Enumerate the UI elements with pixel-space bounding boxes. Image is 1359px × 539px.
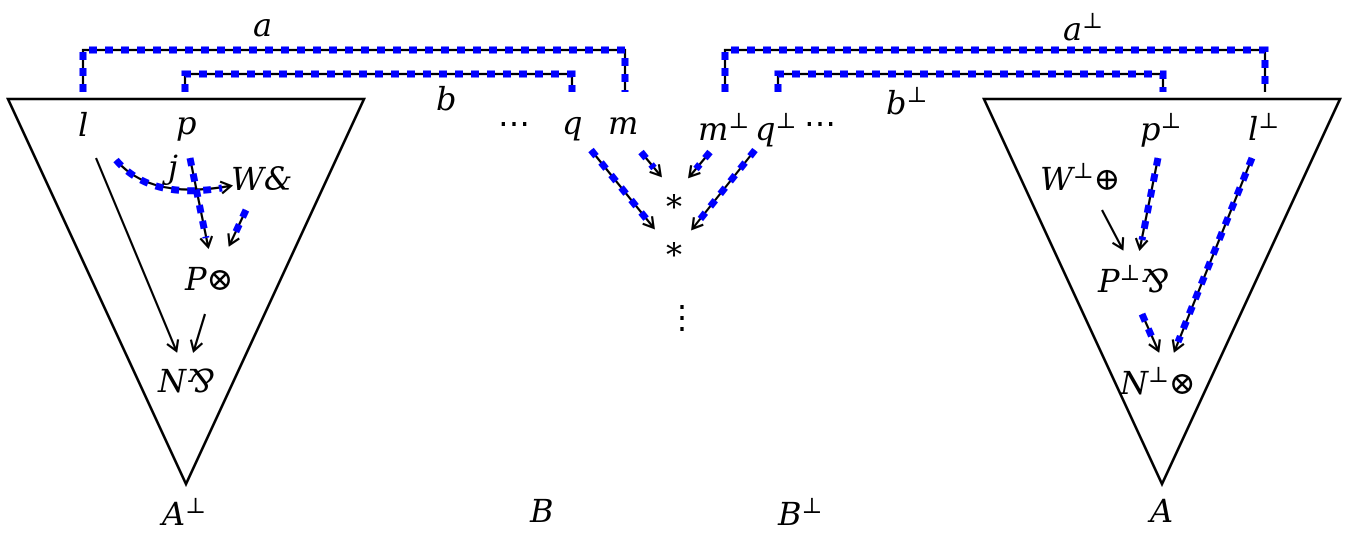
label-l: l — [78, 106, 88, 144]
edge-ptensor-to-npar — [194, 313, 207, 350]
label-b-bottom: B — [529, 492, 554, 530]
label-dots-left: ⋯ — [498, 104, 530, 142]
edge-lperp-to-nperp — [1175, 156, 1256, 350]
axiom-link-b — [181, 70, 576, 92]
label-star-2: * — [666, 236, 682, 274]
label-b-perp: b⊥ — [886, 83, 927, 122]
label-b-perp-bottom: B⊥ — [777, 494, 822, 533]
label-m-perp: m⊥ — [698, 109, 749, 148]
label-b: b — [436, 80, 456, 118]
label-m: m — [608, 104, 638, 142]
label-p: p — [176, 104, 196, 142]
label-n-perp-otimes: N⊥⊗ — [1119, 363, 1196, 402]
label-p-perp: p⊥ — [1140, 109, 1181, 148]
label-q: q — [562, 104, 582, 142]
label-n-par: N⅋ — [157, 362, 214, 400]
label-dots-right: ⋯ — [804, 104, 836, 142]
label-w-with: W& — [231, 160, 292, 198]
axiom-link-b-perp — [774, 70, 1167, 92]
label-j: j — [162, 148, 178, 186]
edge-q-to-star — [588, 147, 653, 227]
edge-j-curve — [113, 157, 230, 191]
edge-ppar-to-nperp — [1138, 312, 1158, 350]
edge-l-to-npar — [94, 157, 176, 350]
label-vdots: ⋮ — [666, 298, 698, 336]
edge-mperp-to-star — [690, 149, 713, 176]
label-q-perp: q⊥ — [755, 109, 796, 148]
edge-pperp-to-ppar — [1140, 157, 1162, 248]
axiom-link-a-perp — [721, 46, 1269, 92]
label-l-perp: l⊥ — [1248, 109, 1279, 148]
label-a-perp: a⊥ — [1063, 9, 1103, 48]
edge-wperp-to-ppar — [1101, 209, 1122, 248]
axiom-link-a — [79, 46, 629, 92]
right-triangle — [981, 97, 1343, 488]
label-p-perp-par: P⊥⅋ — [1097, 261, 1169, 300]
left-triangle — [5, 97, 367, 488]
label-a-bottom: A — [1147, 492, 1173, 530]
edge-wwith-to-ptensor — [230, 208, 250, 244]
label-p-tensor: P⊗ — [184, 260, 233, 298]
edge-qperp-to-star — [693, 147, 758, 228]
label-a: a — [253, 6, 272, 44]
edge-p-to-ptensor — [186, 157, 208, 246]
label-w-perp-oplus: W⊥⊕ — [1040, 159, 1120, 198]
label-star-1: * — [666, 188, 682, 226]
label-a-perp-bottom: A⊥ — [159, 494, 206, 533]
edge-m-to-star — [638, 149, 660, 175]
